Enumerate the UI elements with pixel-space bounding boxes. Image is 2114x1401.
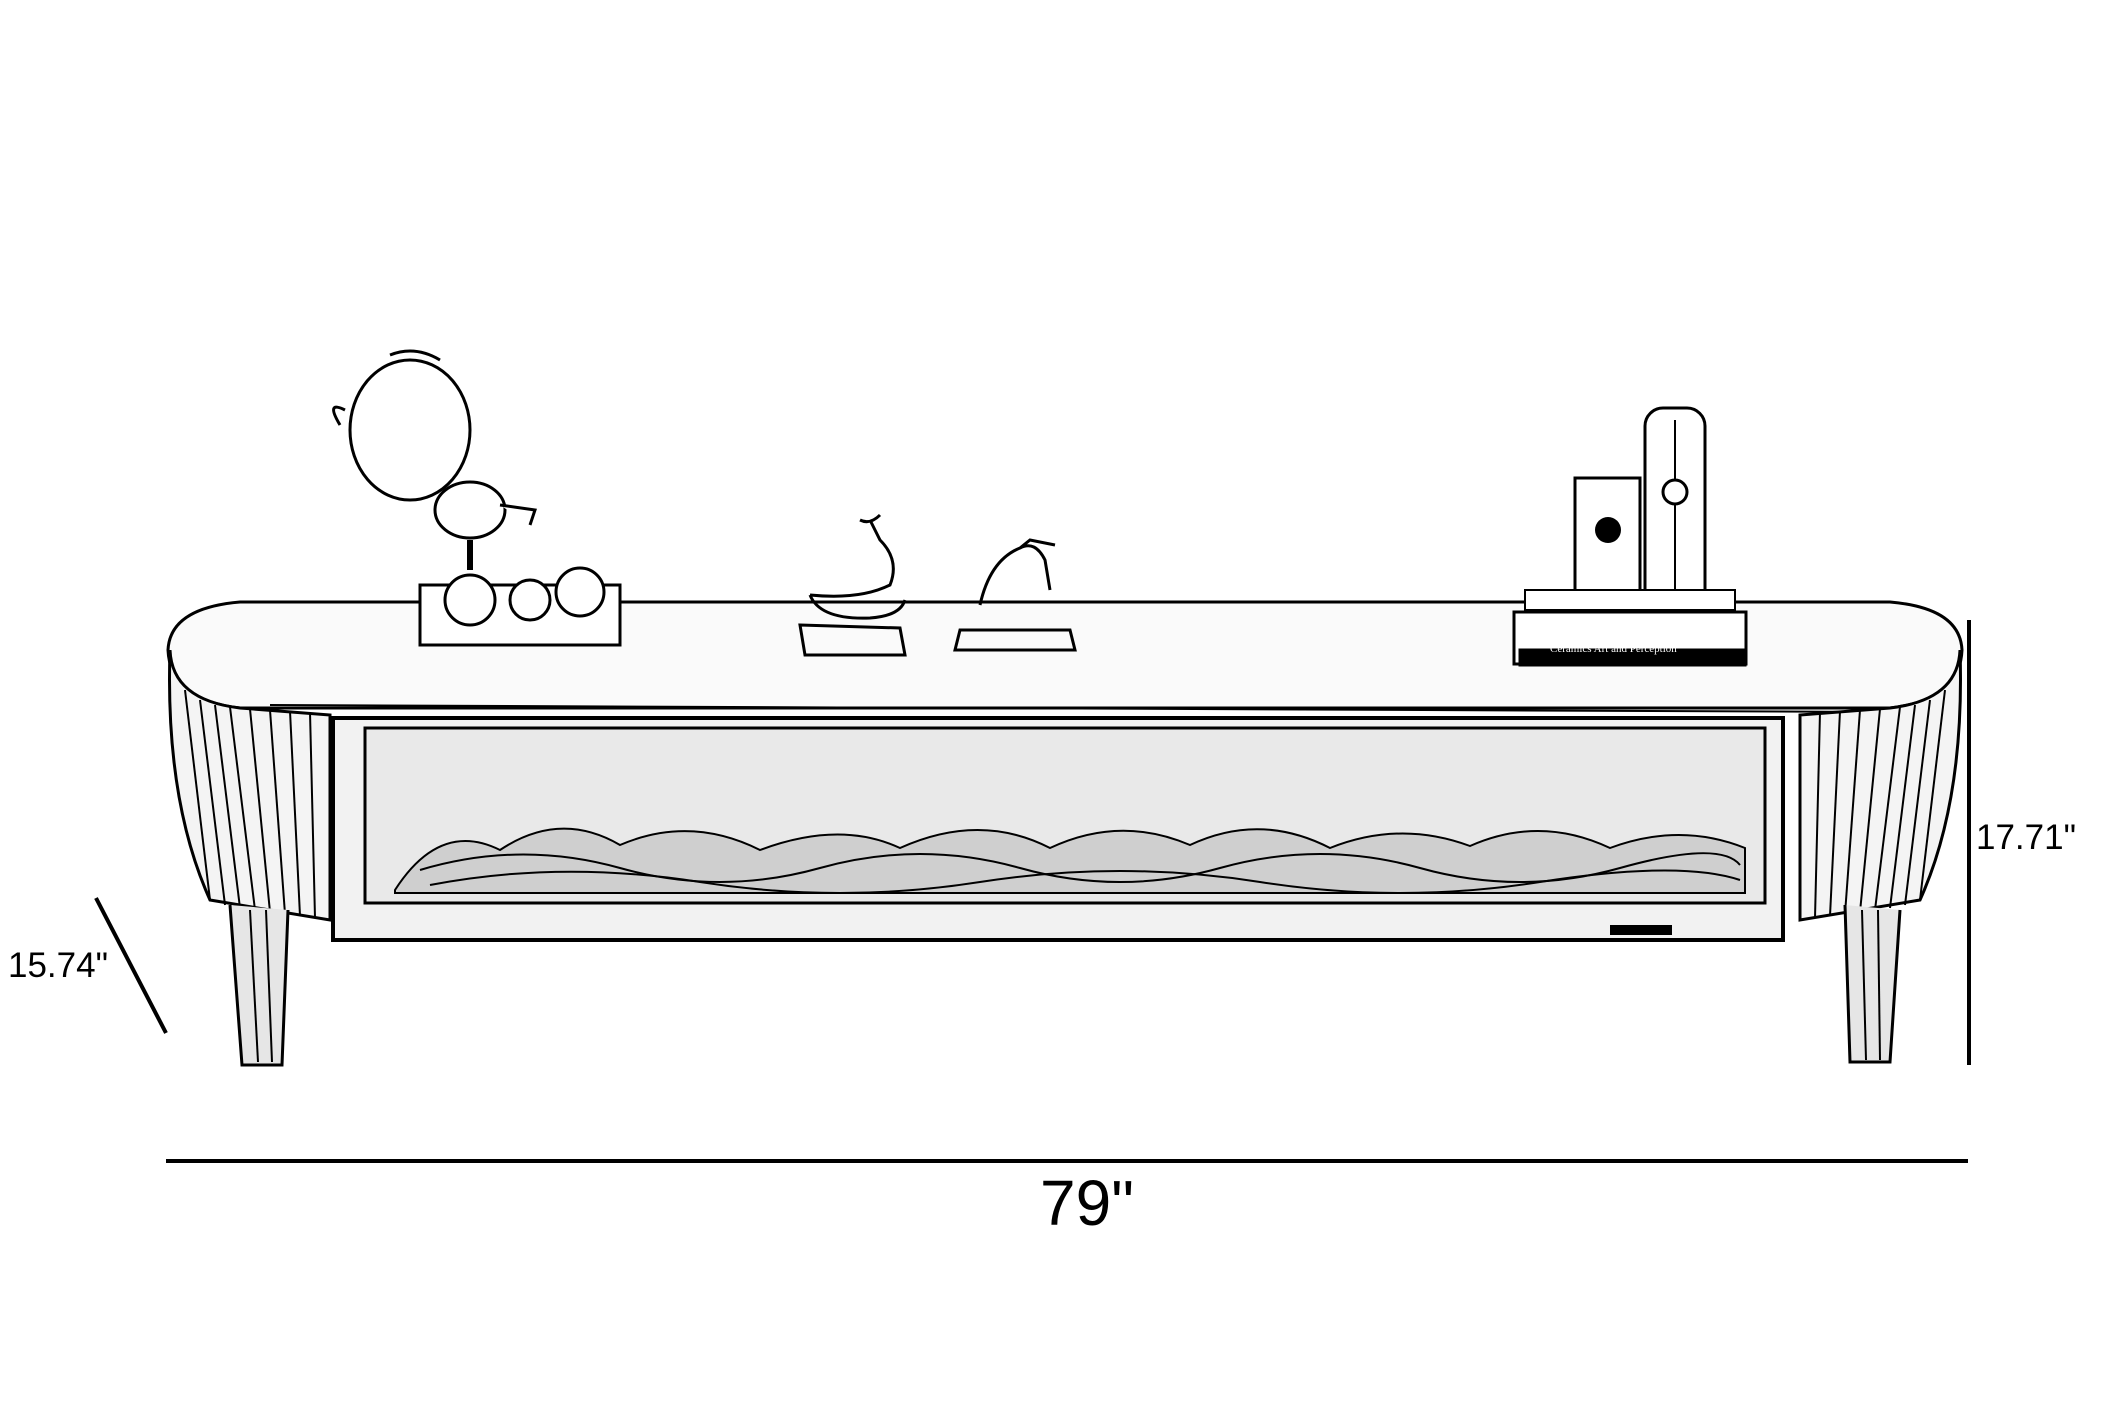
tv-console	[166, 600, 1964, 1067]
books-frame-decor	[1512, 406, 1748, 667]
right-flutes	[1814, 689, 1946, 919]
bear-figurine-decor	[332, 349, 622, 647]
sphere-3	[554, 566, 606, 618]
depth-dimension-line	[94, 897, 168, 1034]
deer-sculptures-decor	[798, 513, 1077, 657]
right-leg	[1843, 904, 1902, 1064]
width-dimension-label: 79"	[1040, 1167, 1134, 1239]
left-leg	[228, 904, 290, 1067]
book-spine-text: Ceramics Art and Perception	[1550, 643, 1677, 655]
depth-dimension-label: 15.74"	[8, 946, 109, 985]
control-button	[1610, 925, 1672, 935]
deer-2	[953, 538, 1077, 652]
sphere-2	[508, 578, 552, 622]
left-flutes	[184, 689, 316, 919]
height-dimension-label: 17.71"	[1976, 818, 2077, 857]
deer-1	[798, 513, 907, 657]
sphere-1	[443, 573, 497, 627]
fireplace-logs	[394, 827, 1746, 894]
